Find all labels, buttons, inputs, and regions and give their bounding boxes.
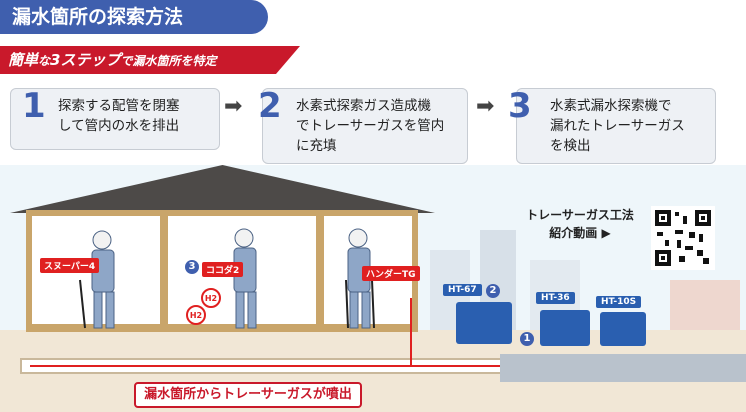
qr-code-icon[interactable] [651,206,715,270]
page-title: 漏水箇所の探索方法 [0,0,268,34]
subtitle-part-2: な [38,54,51,68]
device-label-hunter: ハンダーTG [362,266,420,281]
leak-callout: 漏水箇所からトレーサーガスが噴出 [134,382,362,408]
step-1-number: 1 [22,86,46,126]
device-label-kokoda: ココダ2 [202,262,244,277]
subtitle-part-3: 3ステップ [50,51,121,69]
step-1-line-2: して管内の水を排出 [58,118,180,134]
step-3-line-3: を検出 [550,138,591,154]
step-3-line-2: 漏れたトレーサーガス [550,118,685,134]
intro-line-2: 紹介動画 ▶ [549,226,611,240]
step-2-line-3: に充填 [296,138,337,154]
step-1-text: 探索する配管を閉塞 して管内の水を排出 [58,96,180,136]
intro-line-1: トレーサーガス工法 [526,208,634,222]
marker-2: 2 [486,284,500,298]
intro-video-link[interactable]: トレーサーガス工法 紹介動画 ▶ [520,206,640,242]
machine-label-ht67: HT-67 [443,284,482,296]
device-label-snooper: スヌーパー4 [40,258,100,273]
gas-flow-riser [410,298,412,366]
marker-1: 1 [520,332,534,346]
step-3-line-1: 水素式漏水探索機で [550,98,672,114]
gas-flow-line [30,365,510,367]
step-2-line-1: 水素式探索ガス造成機 [296,98,431,114]
step-1-card [10,88,220,150]
gas-bubble-h2: H2 [186,305,206,325]
step-2-card [262,88,468,164]
machine-ht10s [600,312,646,346]
step-2-text: 水素式探索ガス造成機 でトレーサーガスを管内 に充填 [296,96,444,156]
machine-label-ht36: HT-36 [536,292,575,304]
step-3-text: 水素式漏水探索機で 漏れたトレーサーガス を検出 [550,96,685,156]
machine-ht67 [456,302,512,344]
subtitle-part-4: で漏水箇所を特定 [120,54,217,68]
arrow-right-icon: ➡ [476,94,495,119]
gas-bubble-h2: H2 [201,288,221,308]
main-water-pipe [500,354,746,382]
machine-label-ht10s: HT-10S [596,296,642,308]
step-2-number: 2 [258,86,282,126]
marker-3: 3 [185,260,199,274]
machine-ht36 [540,310,590,346]
arrow-right-icon: ➡ [224,94,243,119]
subtitle-banner: 簡単な3ステップで漏水箇所を特定 [0,46,300,74]
subtitle-part-1: 簡単 [8,51,39,69]
step-2-line-2: でトレーサーガスを管内 [296,118,445,134]
step-3-card [516,88,716,164]
step-1-line-1: 探索する配管を閉塞 [58,98,180,114]
step-3-number: 3 [508,86,532,126]
